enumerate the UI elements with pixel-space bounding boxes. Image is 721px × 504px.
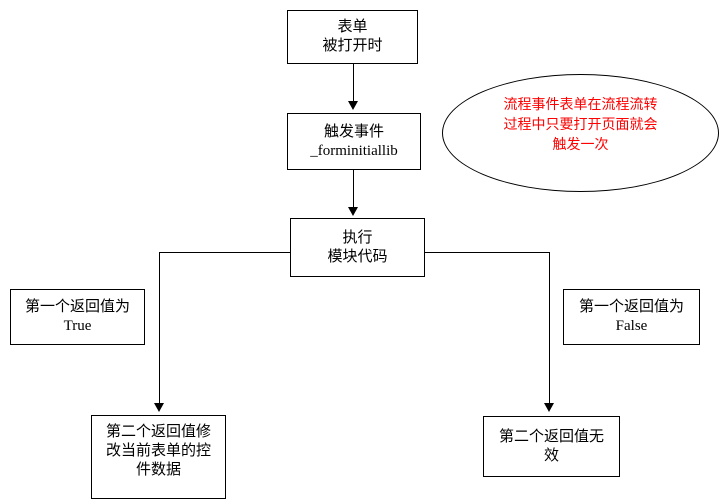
connector-execute-to-invalid-vline [549,252,550,404]
node-form-opened-line2: 被打开时 [322,38,383,54]
arrow-down-icon [154,403,164,412]
node-trigger-event-line2: _forminitiallib [310,142,398,159]
note-line3: 触发一次 [552,138,609,153]
arrow-down-icon [544,403,554,412]
node-first-return-false: 第一个返回值为 False [563,289,700,345]
connector-execute-to-modify-vline [159,252,160,404]
connector-execute-to-invalid-hline [425,252,550,253]
connector-execute-to-modify-hline [159,252,290,253]
connector-form-to-trigger-line [353,64,354,102]
node-execute-module-line2: 模块代码 [327,248,388,265]
node-execute-module-line1: 执行 [342,229,373,246]
arrow-down-icon [348,207,358,216]
node-second-return-modify-line2: 改当前表单的控 [105,443,211,459]
node-first-return-true-line2: True [63,318,92,334]
node-second-return-invalid: 第二个返回值无 效 [483,416,620,477]
node-first-return-true-line1: 第一个返回值为 [24,299,130,315]
arrow-down-icon [348,101,358,110]
node-first-return-false-line2: False [615,318,648,334]
node-second-return-modify-line3: 件数据 [135,462,181,478]
node-second-return-invalid-line2: 效 [543,447,559,464]
node-second-return-invalid-line1: 第二个返回值无 [498,428,604,445]
node-form-opened: 表单 被打开时 [287,10,418,64]
node-trigger-event-line1: 触发事件 [323,123,384,140]
note-line2: 过程中只要打开页面就会 [503,118,658,133]
node-execute-module: 执行 模块代码 [290,218,425,277]
node-first-return-false-line1: 第一个返回值为 [578,299,684,315]
connector-trigger-to-execute-line [353,170,354,208]
node-second-return-modify: 第二个返回值修 改当前表单的控 件数据 [91,415,226,499]
note-line1: 流程事件表单在流程流转 [503,98,658,113]
node-form-opened-line1: 表单 [337,19,368,35]
node-first-return-true: 第一个返回值为 True [10,289,145,345]
node-second-return-modify-line1: 第二个返回值修 [105,424,211,440]
node-trigger-event: 触发事件 _forminitiallib [287,113,421,170]
note-ellipse: 流程事件表单在流程流转 过程中只要打开页面就会 触发一次 [442,74,719,192]
